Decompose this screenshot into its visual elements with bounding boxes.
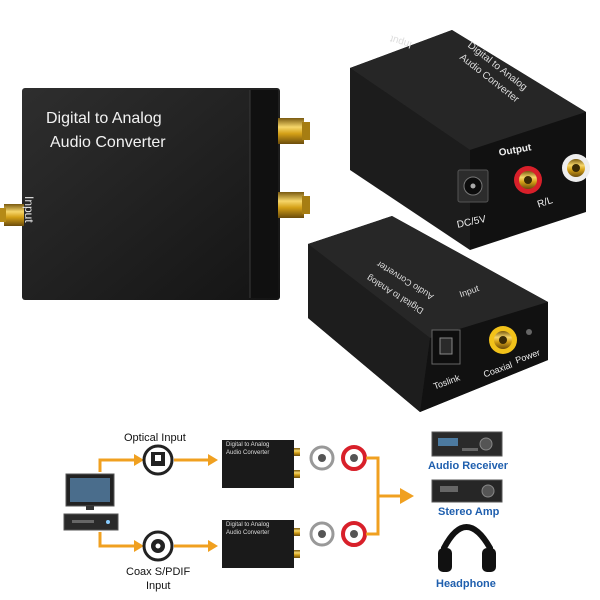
rca-output-red <box>514 166 542 194</box>
coax-input-icon <box>142 530 174 562</box>
headphone-label: Headphone <box>436 578 496 590</box>
power-led <box>526 329 532 335</box>
tv-icon <box>65 473 115 510</box>
optical-input-label: Optical Input <box>124 432 186 444</box>
toslink-port <box>431 329 461 365</box>
mini-top-line1: Digital to Analog <box>226 442 270 448</box>
mini-bottom-line1: Digital to Analog <box>226 522 270 528</box>
coaxial-port <box>489 326 517 354</box>
rca-output-white <box>562 154 590 182</box>
stereo-amp-label: Stereo Amp <box>438 506 500 518</box>
coax-label-line2: Input <box>146 580 171 592</box>
mini-converter-bottom <box>222 520 300 568</box>
gold-input-jack <box>0 204 24 226</box>
input-converter-box <box>308 216 548 412</box>
mini-bottom-line2: Audio Converter <box>226 530 270 536</box>
rca-plugs-top <box>309 445 367 471</box>
front-input-label: Input <box>22 196 36 223</box>
front-converter-box <box>22 88 280 300</box>
headphone-icon <box>438 524 496 572</box>
rca-plugs-bottom <box>309 521 367 547</box>
mini-converter-top <box>222 440 300 488</box>
optical-input-icon <box>142 444 174 476</box>
audio-receiver-icon <box>431 431 503 457</box>
dvd-player-icon <box>63 513 119 531</box>
mini-top-line2: Audio Converter <box>226 450 270 456</box>
output-arrow-head <box>400 488 414 504</box>
stereo-amp-icon <box>431 479 503 503</box>
source-arrows <box>98 458 208 548</box>
gold-rca-jack-top <box>278 118 310 144</box>
coax-label-line1: Coax S/PDIF <box>126 566 191 578</box>
audio-receiver-label: Audio Receiver <box>428 460 509 472</box>
gold-rca-jack-bottom <box>278 192 310 218</box>
front-title-line2: Audio Converter <box>50 134 166 151</box>
output-arrows <box>366 456 400 536</box>
dc-power-jack <box>457 169 489 203</box>
arrow-heads <box>134 454 218 552</box>
front-title-line1: Digital to Analog <box>46 110 162 127</box>
